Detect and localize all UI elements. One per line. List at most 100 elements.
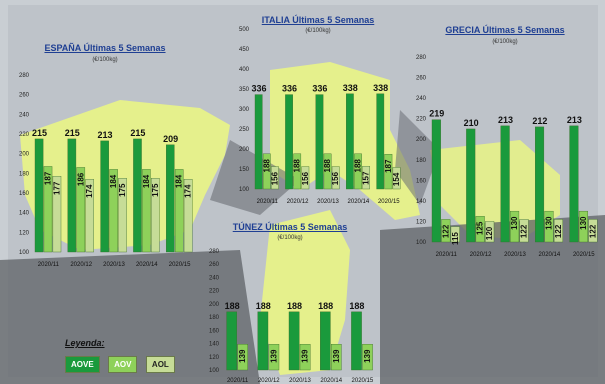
y-tick-label: 180 (19, 171, 30, 177)
y-tick-label: 220 (209, 289, 220, 295)
data-label: 139 (301, 349, 310, 363)
y-tick-label: 180 (416, 158, 427, 164)
bar-aol (485, 221, 495, 243)
x-tick-label: 2020/15 (352, 378, 374, 384)
italy-chart-title: ITALIA Últimas 5 Semanas (261, 15, 375, 25)
x-tick-label: 2020/12 (287, 199, 309, 205)
y-tick-label: 280 (19, 73, 30, 79)
data-label: 156 (270, 171, 279, 185)
tunisia-chart-title: TÚNEZ Últimas 5 Semanas (232, 222, 348, 232)
bar-aove (345, 93, 354, 190)
bar-aove (67, 138, 77, 253)
data-label: 188 (256, 301, 271, 311)
data-label: 209 (163, 134, 178, 144)
bar-aove (500, 125, 510, 243)
y-tick-label: 200 (239, 147, 250, 153)
bar-aove (376, 93, 385, 190)
y-tick-label: 350 (239, 87, 250, 93)
bar-aov (109, 169, 118, 253)
data-label: 130 (579, 216, 588, 230)
data-label: 188 (262, 159, 271, 173)
bar-aove (534, 126, 545, 243)
y-tick-label: 240 (416, 96, 427, 102)
bar-aov (354, 153, 362, 190)
data-label: 122 (588, 224, 597, 238)
bar-aov (174, 169, 184, 253)
data-label: 188 (318, 301, 333, 311)
greece-chart: 1001201401601802002202402602802191221152… (416, 55, 598, 258)
bar-aov (237, 344, 248, 371)
spain-chart-unit: (€/100kg) (92, 57, 118, 63)
y-tick-label: 150 (239, 167, 250, 173)
data-label: 157 (362, 171, 371, 185)
data-label: 175 (118, 183, 127, 197)
data-label: 139 (269, 349, 278, 363)
y-tick-label: 120 (209, 355, 220, 361)
bar-aove (285, 94, 293, 190)
bar-aove (133, 138, 142, 253)
y-tick-label: 280 (416, 55, 427, 61)
data-label: 130 (510, 216, 519, 230)
data-label: 175 (151, 183, 160, 197)
bar-aove (226, 311, 238, 371)
data-label: 154 (392, 172, 401, 186)
data-label: 115 (451, 232, 460, 245)
bar-aol (392, 167, 401, 190)
y-tick-label: 260 (416, 76, 427, 82)
bar-aove (466, 128, 476, 243)
bar-aol (362, 165, 370, 190)
data-label: 215 (130, 128, 145, 138)
data-label: 184 (142, 174, 151, 188)
bar-aove (254, 94, 263, 190)
y-tick-label: 200 (209, 302, 220, 308)
data-label: 188 (293, 159, 302, 173)
bar-aov (268, 344, 280, 371)
x-tick-label: 2020/11 (436, 252, 458, 258)
bar-aol (85, 179, 94, 253)
italy-chart: 1001502002503003504004505003361881562020… (239, 27, 401, 205)
x-tick-label: 2020/14 (348, 199, 370, 205)
y-tick-label: 140 (19, 211, 30, 217)
bar-aov (362, 344, 373, 371)
data-label: 212 (532, 116, 547, 126)
data-label: 213 (98, 130, 113, 140)
y-tick-label: 240 (19, 112, 30, 118)
y-tick-label: 250 (239, 127, 250, 133)
y-tick-label: 450 (239, 47, 250, 53)
x-tick-label: 2020/13 (103, 262, 125, 268)
data-label: 139 (238, 349, 247, 363)
greece-chart-title: GRECIA Últimas 5 Semanas (445, 25, 565, 35)
y-tick-label: 120 (416, 219, 427, 225)
data-label: 174 (85, 184, 94, 198)
bar-aove (34, 138, 44, 253)
data-label: 120 (485, 226, 494, 240)
x-tick-label: 2020/14 (539, 252, 561, 258)
legend: Leyenda: AOVE AOV AOL (65, 338, 179, 373)
bar-aove (315, 94, 324, 190)
legend-title: Leyenda: (65, 338, 105, 348)
legend-item-aov: AOV (108, 356, 138, 373)
data-label: 187 (384, 159, 393, 173)
x-tick-label: 2020/11 (227, 378, 249, 384)
bar-aov (384, 153, 393, 190)
x-tick-label: 2020/14 (320, 378, 342, 384)
bar-aove (288, 311, 300, 371)
bar-aove (351, 311, 362, 371)
greece-chart-unit: (€/100kg) (492, 39, 518, 45)
bar-aov (76, 167, 86, 253)
y-tick-label: 160 (19, 191, 30, 197)
bar-aol (52, 176, 62, 253)
bar-aol (553, 219, 563, 243)
bar-aov (544, 210, 554, 243)
y-tick-label: 140 (209, 342, 220, 348)
x-tick-label: 2020/15 (573, 252, 595, 258)
y-tick-label: 300 (239, 107, 250, 113)
y-tick-label: 120 (19, 230, 30, 236)
data-label: 338 (343, 83, 358, 93)
data-label: 336 (282, 84, 297, 94)
data-label: 336 (252, 84, 267, 94)
